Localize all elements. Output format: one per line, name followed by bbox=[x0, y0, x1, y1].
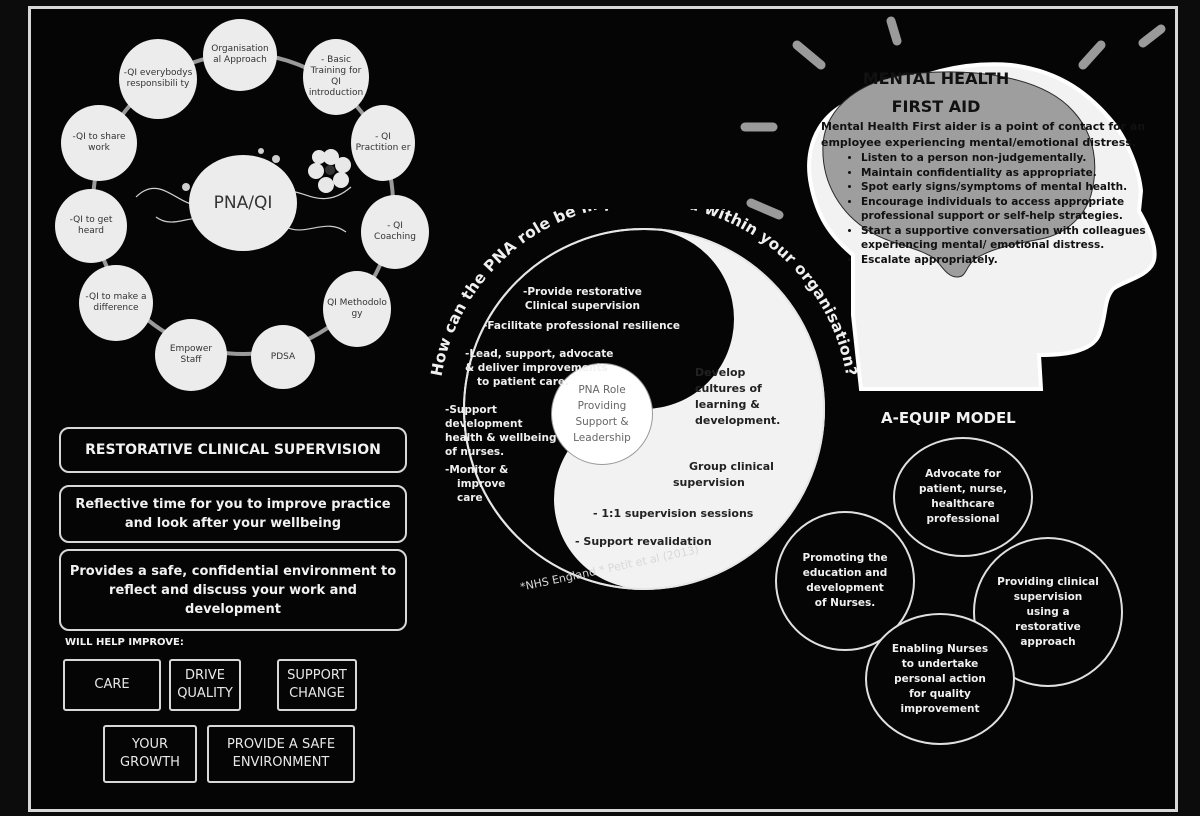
aequip-circle-quality-improvement: Enabling Nurses to undertake personal ac… bbox=[865, 613, 1015, 745]
qi-item-share-work: -QI to share work bbox=[61, 105, 137, 181]
qi-item-basic-training: - Basic Training for QI introduction bbox=[303, 39, 369, 115]
reflective-time-box: Reflective time for you to improve pract… bbox=[59, 485, 407, 543]
will-help-improve-label: WILL HELP IMPROVE: bbox=[65, 637, 184, 648]
provide-restorative-text: -Provide restorative Clinical supervisio… bbox=[523, 286, 642, 312]
qi-item-qi-methodology: QI Methodolo gy bbox=[323, 271, 391, 347]
mhfa-bullet: Escalate appropriately. bbox=[861, 253, 1161, 268]
your-growth-box: YOUR GROWTH bbox=[103, 725, 197, 783]
qi-center-label: PNA/QI bbox=[213, 193, 273, 213]
aequip-title: A-EQUIP MODEL bbox=[881, 409, 1016, 427]
qi-item-make-a-difference: -QI to make a difference bbox=[79, 265, 153, 341]
aequip-circle-education: Promoting the education and development … bbox=[775, 511, 915, 651]
head-illustration bbox=[740, 16, 1166, 391]
support-revalidation-text: - Support revalidation bbox=[575, 535, 712, 548]
mhfa-content: Mental Health First aider is a point of … bbox=[821, 119, 1161, 267]
qi-center: PNA/QI bbox=[189, 155, 297, 251]
care-box: CARE bbox=[63, 659, 161, 711]
mhfa-bullet: Maintain confidentiality as appropriate. bbox=[861, 166, 1161, 181]
brain-shape bbox=[822, 71, 1096, 278]
restorative-title: RESTORATIVE CLINICAL SUPERVISION bbox=[85, 442, 381, 458]
floral-decoration bbox=[135, 148, 352, 233]
facilitate-resilience-text: -Facilitate professional resilience bbox=[483, 320, 680, 332]
lead-support-text: -Lead, support, advocate & deliver impro… bbox=[465, 348, 614, 388]
safe-environment-box: Provides a safe, confidential environmen… bbox=[59, 549, 407, 631]
reflective-time-text: Reflective time for you to improve pract… bbox=[75, 497, 391, 531]
group-supervision-text: Group clinical supervision bbox=[673, 460, 774, 489]
mhfa-bullet: Listen to a person non-judgementally. bbox=[861, 151, 1161, 166]
mhfa-intro: Mental Health First aider is a point of … bbox=[821, 120, 1146, 149]
aequip-circle-advocate: Advocate for patient, nurse, healthcare … bbox=[893, 437, 1033, 557]
mhfa-title: MENTAL HEALTH FIRST AID bbox=[862, 69, 1010, 116]
qi-item-everybodys-responsibility: -QI everybodys responsibili ty bbox=[119, 39, 197, 119]
qi-item-organisational-approach: Organisation al Approach bbox=[203, 19, 277, 91]
mhfa-bullet: Spot early signs/symptoms of mental heal… bbox=[861, 180, 1161, 195]
mhfa-bullet: Start a supportive conversation with col… bbox=[861, 224, 1161, 253]
pna-role-center: PNA Role Providing Support & Leadership bbox=[551, 363, 653, 465]
qi-item-get-heard: -QI to get heard bbox=[55, 189, 127, 263]
provide-safe-environment-box: PROVIDE A SAFE ENVIRONMENT bbox=[207, 725, 355, 783]
restorative-title-box: RESTORATIVE CLINICAL SUPERVISION bbox=[59, 427, 407, 473]
qi-item-pdsa: PDSA bbox=[251, 325, 315, 389]
poster: PNA/QI Organisation al Approach - Basic … bbox=[28, 6, 1178, 812]
support-change-box: SUPPORT CHANGE bbox=[277, 659, 357, 711]
safe-environment-text: Provides a safe, confidential environmen… bbox=[69, 563, 397, 617]
mhfa-bullet: Encourage individuals to access appropri… bbox=[861, 195, 1161, 224]
support-development-text: -Support development health & wellbeing … bbox=[445, 404, 557, 504]
mhfa-bullet-list: Listen to a person non-judgementally. Ma… bbox=[821, 151, 1161, 267]
qi-item-qi-coaching: - QI Coaching bbox=[361, 195, 429, 269]
one-to-one-text: - 1:1 supervision sessions bbox=[593, 507, 754, 520]
qi-item-qi-practitioner: - QI Practition er bbox=[351, 105, 415, 181]
develop-cultures-text: Develop cultures of learning & developme… bbox=[695, 366, 781, 427]
qi-item-empower-staff: Empower Staff bbox=[155, 319, 227, 391]
drive-quality-box: DRIVE QUALITY bbox=[169, 659, 241, 711]
